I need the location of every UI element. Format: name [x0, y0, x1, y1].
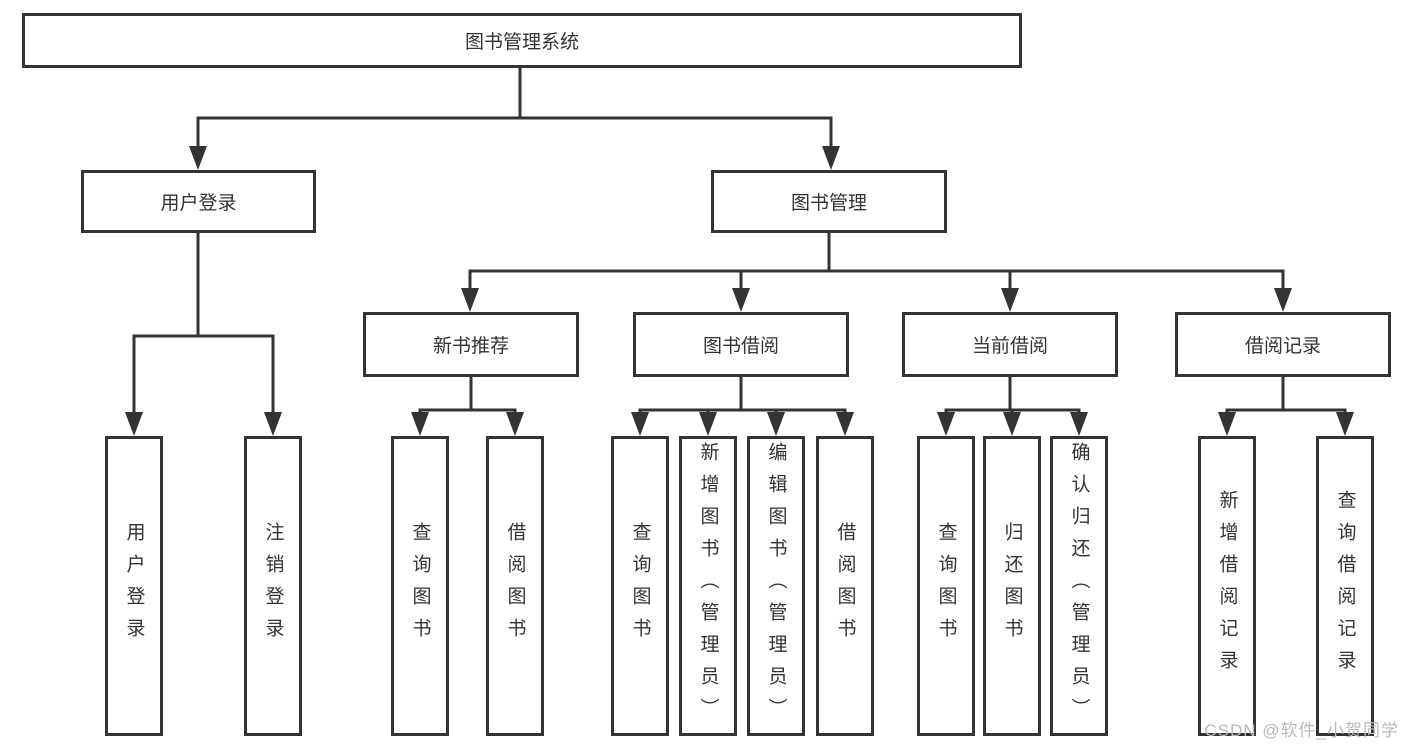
node-user-login: 用户登录 [81, 170, 316, 233]
node-new-book-recommend: 新书推荐 [363, 312, 579, 377]
leaf-label: 查询借阅记录 [1334, 490, 1356, 682]
node-root: 图书管理系统 [22, 13, 1022, 68]
node-leaf-query-borrow-record: 查询借阅记录 [1316, 436, 1374, 736]
node-leaf-borrow-books: 借阅图书 [816, 436, 874, 736]
connector-new-book-recommend-to-leaves [411, 374, 524, 436]
leaf-label: 查询图书 [629, 522, 651, 650]
node-leaf-borrow-books-recommend: 借阅图书 [486, 436, 544, 736]
node-leaf-query-books-recommend: 查询图书 [391, 436, 449, 736]
leaf-label: 确认归还（管理员） [1068, 442, 1090, 730]
leaf-label: 新增借阅记录 [1216, 490, 1238, 682]
leaf-label: 归还图书 [1001, 522, 1023, 650]
node-leaf-add-borrow-record: 新增借阅记录 [1198, 436, 1256, 736]
leaf-label: 编辑图书（管理员） [765, 442, 787, 730]
leaf-label: 用户登录 [123, 522, 145, 650]
node-leaf-logout: 注销登录 [244, 436, 302, 736]
node-leaf-query-books-borrow: 查询图书 [611, 436, 669, 736]
leaf-label: 借阅图书 [504, 522, 526, 650]
node-current-borrow: 当前借阅 [902, 312, 1118, 377]
connector-current-borrow-to-leaves [937, 374, 1088, 436]
connector-user-login-to-leaves [125, 230, 282, 436]
connector-root-to-level2 [189, 66, 840, 170]
leaf-label: 借阅图书 [834, 522, 856, 650]
csdn-watermark: CSDN @软件_小贺同学 [1204, 721, 1399, 740]
node-leaf-user-login: 用户登录 [105, 436, 163, 736]
leaf-label: 注销登录 [262, 522, 284, 650]
connector-book-management-to-level3 [461, 230, 1292, 312]
node-leaf-confirm-return-admin: 确认归还（管理员） [1050, 436, 1108, 736]
leaf-label: 查询图书 [409, 522, 431, 650]
connector-book-borrow-to-leaves [631, 374, 854, 436]
connector-borrow-records-to-leaves [1218, 374, 1354, 436]
node-leaf-return-book: 归还图书 [983, 436, 1041, 736]
node-book-management: 图书管理 [711, 170, 947, 233]
node-leaf-edit-book-admin: 编辑图书（管理员） [747, 436, 805, 736]
node-leaf-query-books-current: 查询图书 [917, 436, 975, 736]
leaf-label: 查询图书 [935, 522, 957, 650]
leaf-label: 新增图书（管理员） [697, 442, 719, 730]
node-leaf-add-book-admin: 新增图书（管理员） [679, 436, 737, 736]
node-borrow-records: 借阅记录 [1175, 312, 1391, 377]
node-book-borrow: 图书借阅 [633, 312, 849, 377]
